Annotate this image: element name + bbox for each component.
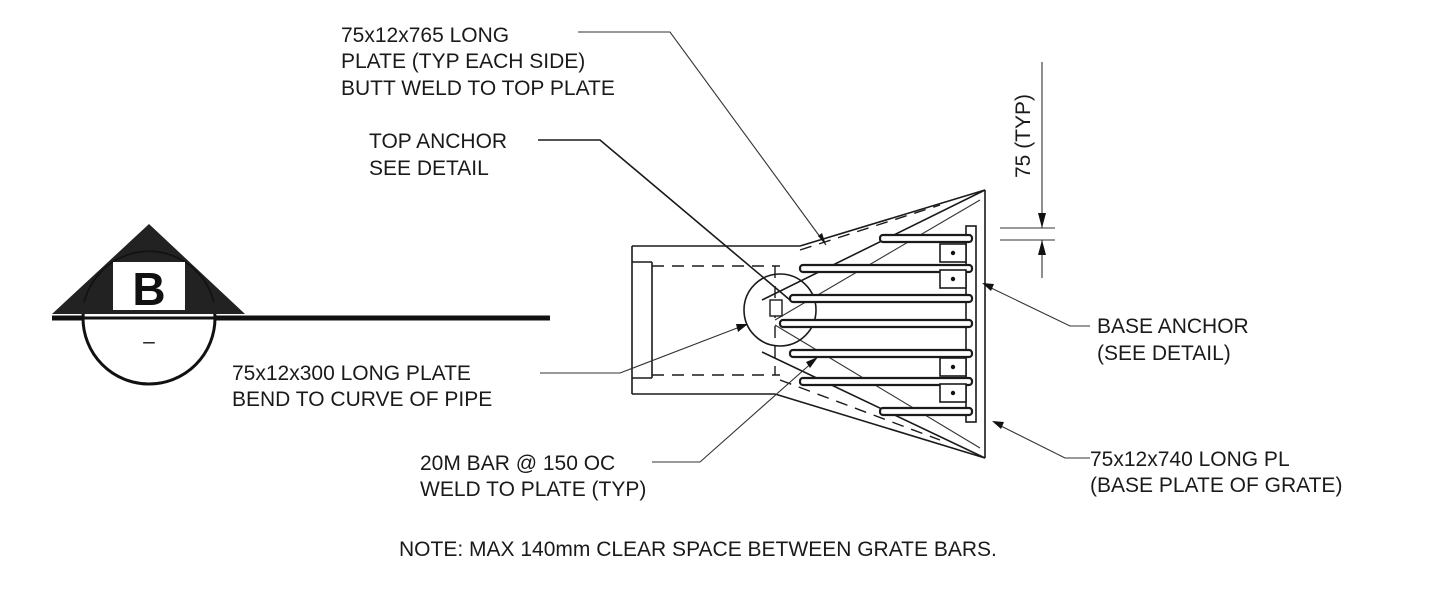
section-marker: B – [52,224,550,386]
svg-text:BUTT WELD TO TOP PLATE: BUTT WELD TO TOP PLATE [341,77,615,100]
dimension-label: 75 (TYP) [1012,94,1035,178]
svg-text:20M BAR @ 150 OC: 20M BAR @ 150 OC [420,452,615,475]
svg-text:SEE DETAIL: SEE DETAIL [369,157,489,180]
section-letter-bg [113,262,185,310]
base-anchors [939,243,967,403]
svg-text:BEND TO CURVE OF PIPE: BEND TO CURVE OF PIPE [232,388,492,411]
section-sheet-ref: – [143,330,155,353]
section-letter: B [132,263,165,315]
leaders [538,31,1090,463]
pipe [631,245,800,395]
callout-bar: 20M BAR @ 150 OC WELD TO PLATE (TYP) [420,452,646,501]
callout-bend-plate: 75x12x300 LONG PLATE BEND TO CURVE OF PI… [232,362,492,411]
svg-text:(SEE DETAIL): (SEE DETAIL) [1097,342,1231,365]
svg-text:TOP ANCHOR: TOP ANCHOR [369,130,507,153]
svg-text:(BASE PLATE OF GRATE): (BASE PLATE OF GRATE) [1090,474,1342,497]
svg-text:75x12x765 LONG: 75x12x765 LONG [341,24,509,47]
svg-text:BASE ANCHOR: BASE ANCHOR [1097,315,1249,338]
top-anchor-circle [743,273,817,347]
callout-top-anchor: TOP ANCHOR SEE DETAIL [369,130,507,180]
svg-text:75x12x300 LONG PLATE: 75x12x300 LONG PLATE [232,362,471,385]
svg-text:75x12x740 LONG PL: 75x12x740 LONG PL [1090,448,1290,471]
callout-base-anchor: BASE ANCHOR (SEE DETAIL) [1097,315,1249,365]
callout-base-plate: 75x12x740 LONG PL (BASE PLATE OF GRATE) [1090,448,1342,497]
svg-text:PLATE (TYP EACH SIDE): PLATE (TYP EACH SIDE) [341,50,585,73]
dimension-75: 75 (TYP) [1000,62,1055,278]
grate-bars [778,233,974,417]
note-text: NOTE: MAX 140mm CLEAR SPACE BETWEEN GRAT… [399,538,997,561]
callout-side-plate: 75x12x765 LONG PLATE (TYP EACH SIDE) BUT… [341,24,615,100]
svg-text:WELD TO PLATE (TYP): WELD TO PLATE (TYP) [420,478,646,501]
